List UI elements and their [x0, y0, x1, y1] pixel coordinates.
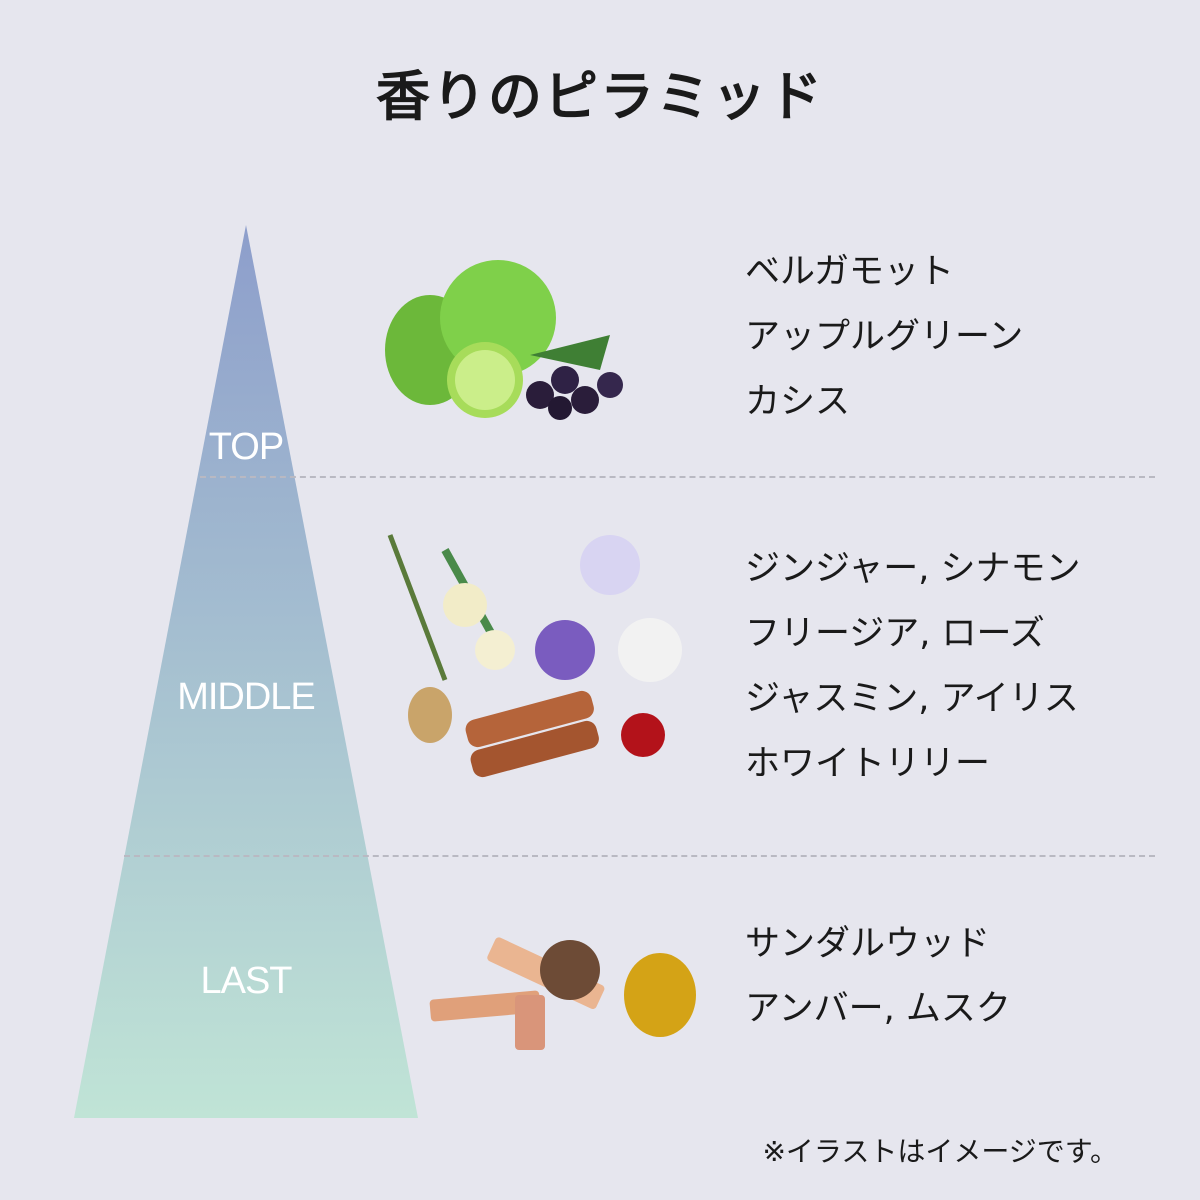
note-item: ジンジャー, シナモン — [745, 549, 1081, 589]
top-notes-list: ベルガモット アップルグリーン カシス — [745, 240, 1023, 435]
note-item: ジャスミン, アイリス — [745, 679, 1079, 719]
footnote: ※イラストはイメージです。 — [762, 1135, 1118, 1168]
level-label-middle: MIDDLE — [177, 676, 316, 718]
top-notes-illustration — [385, 260, 623, 420]
level-label-top: TOP — [208, 426, 284, 468]
note-item: ベルガモット — [745, 252, 954, 292]
note-item: フリージア, ローズ — [745, 614, 1045, 654]
middle-notes-illustration — [387, 534, 682, 778]
note-item: サンダルウッド — [745, 924, 991, 964]
note-item: ホワイトリリー — [745, 744, 991, 784]
note-item: アップルグリーン — [745, 317, 1024, 357]
note-item: アンバー, ムスク — [745, 989, 1011, 1029]
middle-notes-list: ジンジャー, シナモン フリージア, ローズ ジャスミン, アイリス ホワイトリ… — [745, 537, 1081, 797]
last-notes-illustration — [429, 937, 696, 1050]
last-notes-list: サンダルウッド アンバー, ムスク — [745, 912, 1011, 1042]
page-title: 香りのピラミッド — [376, 65, 824, 128]
level-label-last: LAST — [200, 960, 292, 1002]
note-item: カシス — [745, 382, 851, 422]
pyramid-shape — [74, 225, 418, 1118]
divider-middle-last — [124, 855, 1155, 857]
divider-top-middle — [200, 476, 1155, 478]
